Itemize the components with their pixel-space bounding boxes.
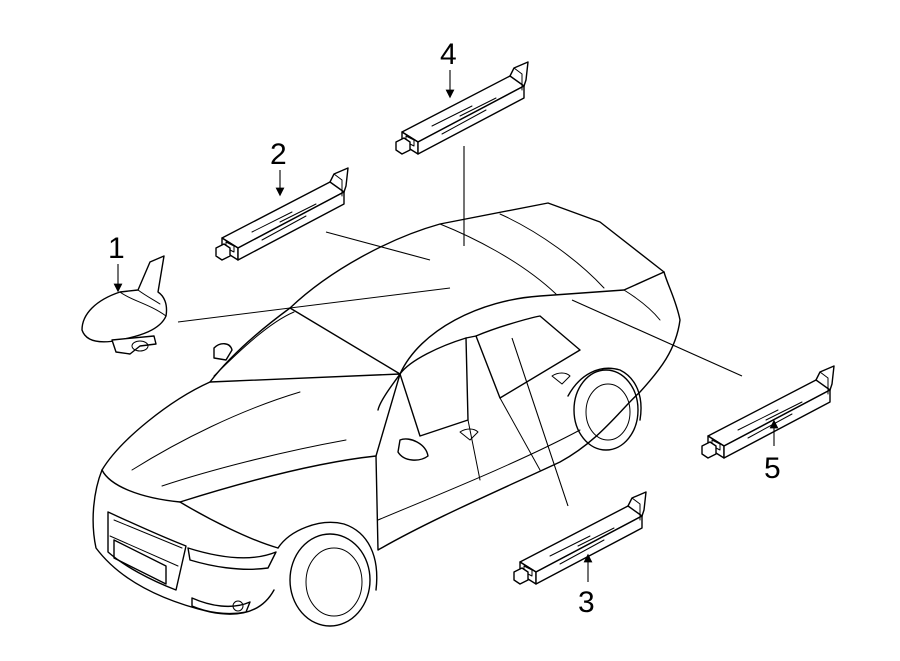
shark-fin-antenna-icon [81,255,168,355]
leader-line [177,287,451,323]
callout-number: 3 [578,586,595,619]
antenna-module-icon [701,365,835,459]
callout-number: 5 [764,452,781,485]
callout-number: 4 [440,38,457,71]
callout-number: 2 [270,138,287,171]
leader-line [571,299,743,377]
leader-line [511,337,569,507]
leader-line [325,231,431,261]
antenna-module-icon [395,61,529,155]
sedan-car-icon [92,202,681,627]
antenna-module-icon [513,491,647,585]
callout-number: 1 [108,232,125,265]
antenna-module-icon [215,167,349,261]
